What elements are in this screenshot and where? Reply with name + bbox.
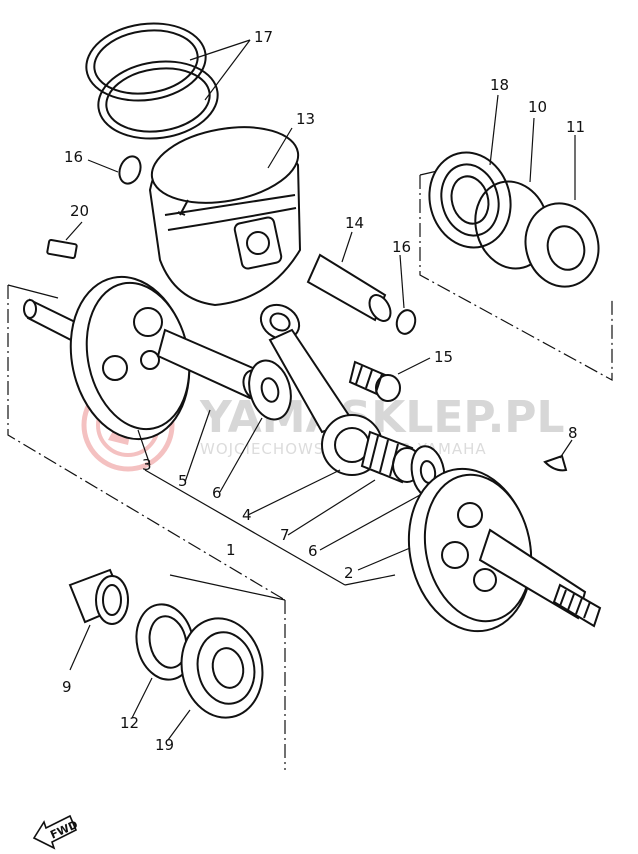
callout-9: 9 (62, 678, 72, 696)
piston-pin (306, 253, 392, 322)
woodruff-key-8 (543, 454, 568, 472)
callout-15: 15 (434, 348, 453, 366)
callout-7: 7 (280, 526, 290, 544)
callout-5: 5 (178, 472, 188, 490)
piston (148, 126, 302, 307)
bearing-collar-9 (68, 568, 129, 625)
small-end-bearing-15 (348, 360, 401, 402)
callout-8: 8 (568, 424, 578, 442)
callout-19: 19 (155, 736, 174, 754)
crank-half-right (407, 467, 602, 633)
callout-13: 13 (296, 110, 315, 128)
leader-lines (65, 39, 576, 741)
forward-direction-arrow: FWD (32, 814, 80, 850)
piston-pin-clip-lower (395, 309, 417, 335)
callout-20: 20 (70, 202, 89, 220)
oil-seal-11 (524, 202, 600, 288)
woodruff-key-20 (46, 238, 78, 260)
callout-17: 17 (254, 28, 273, 46)
callout-1: 1 (226, 541, 236, 559)
callout-2: 2 (344, 564, 354, 582)
crank-half-left (23, 275, 191, 441)
callout-12: 12 (120, 714, 139, 732)
ball-bearing-19 (180, 617, 264, 719)
callout-18: 18 (490, 76, 509, 94)
callout-14: 14 (345, 214, 364, 232)
callout-6-left: 6 (212, 484, 222, 502)
thrust-washer-left (248, 359, 292, 421)
callout-4: 4 (242, 506, 252, 524)
callout-6-right: 6 (308, 542, 318, 560)
callout-16-upper: 16 (64, 148, 83, 166)
piston-pin-clip-upper (118, 155, 142, 185)
callout-16-lower: 16 (392, 238, 411, 256)
assembly-group-frames (7, 159, 613, 770)
needle-bearing-12 (135, 603, 195, 681)
callout-numbers: 17 16 13 18 10 11 20 14 16 15 8 3 5 6 4 … (62, 28, 585, 754)
callout-3: 3 (142, 456, 152, 474)
piston-rings (85, 22, 219, 140)
connecting-rod-4 (259, 303, 383, 476)
bearing-18 (428, 151, 512, 249)
callout-10: 10 (528, 98, 547, 116)
callout-11: 11 (566, 118, 585, 136)
